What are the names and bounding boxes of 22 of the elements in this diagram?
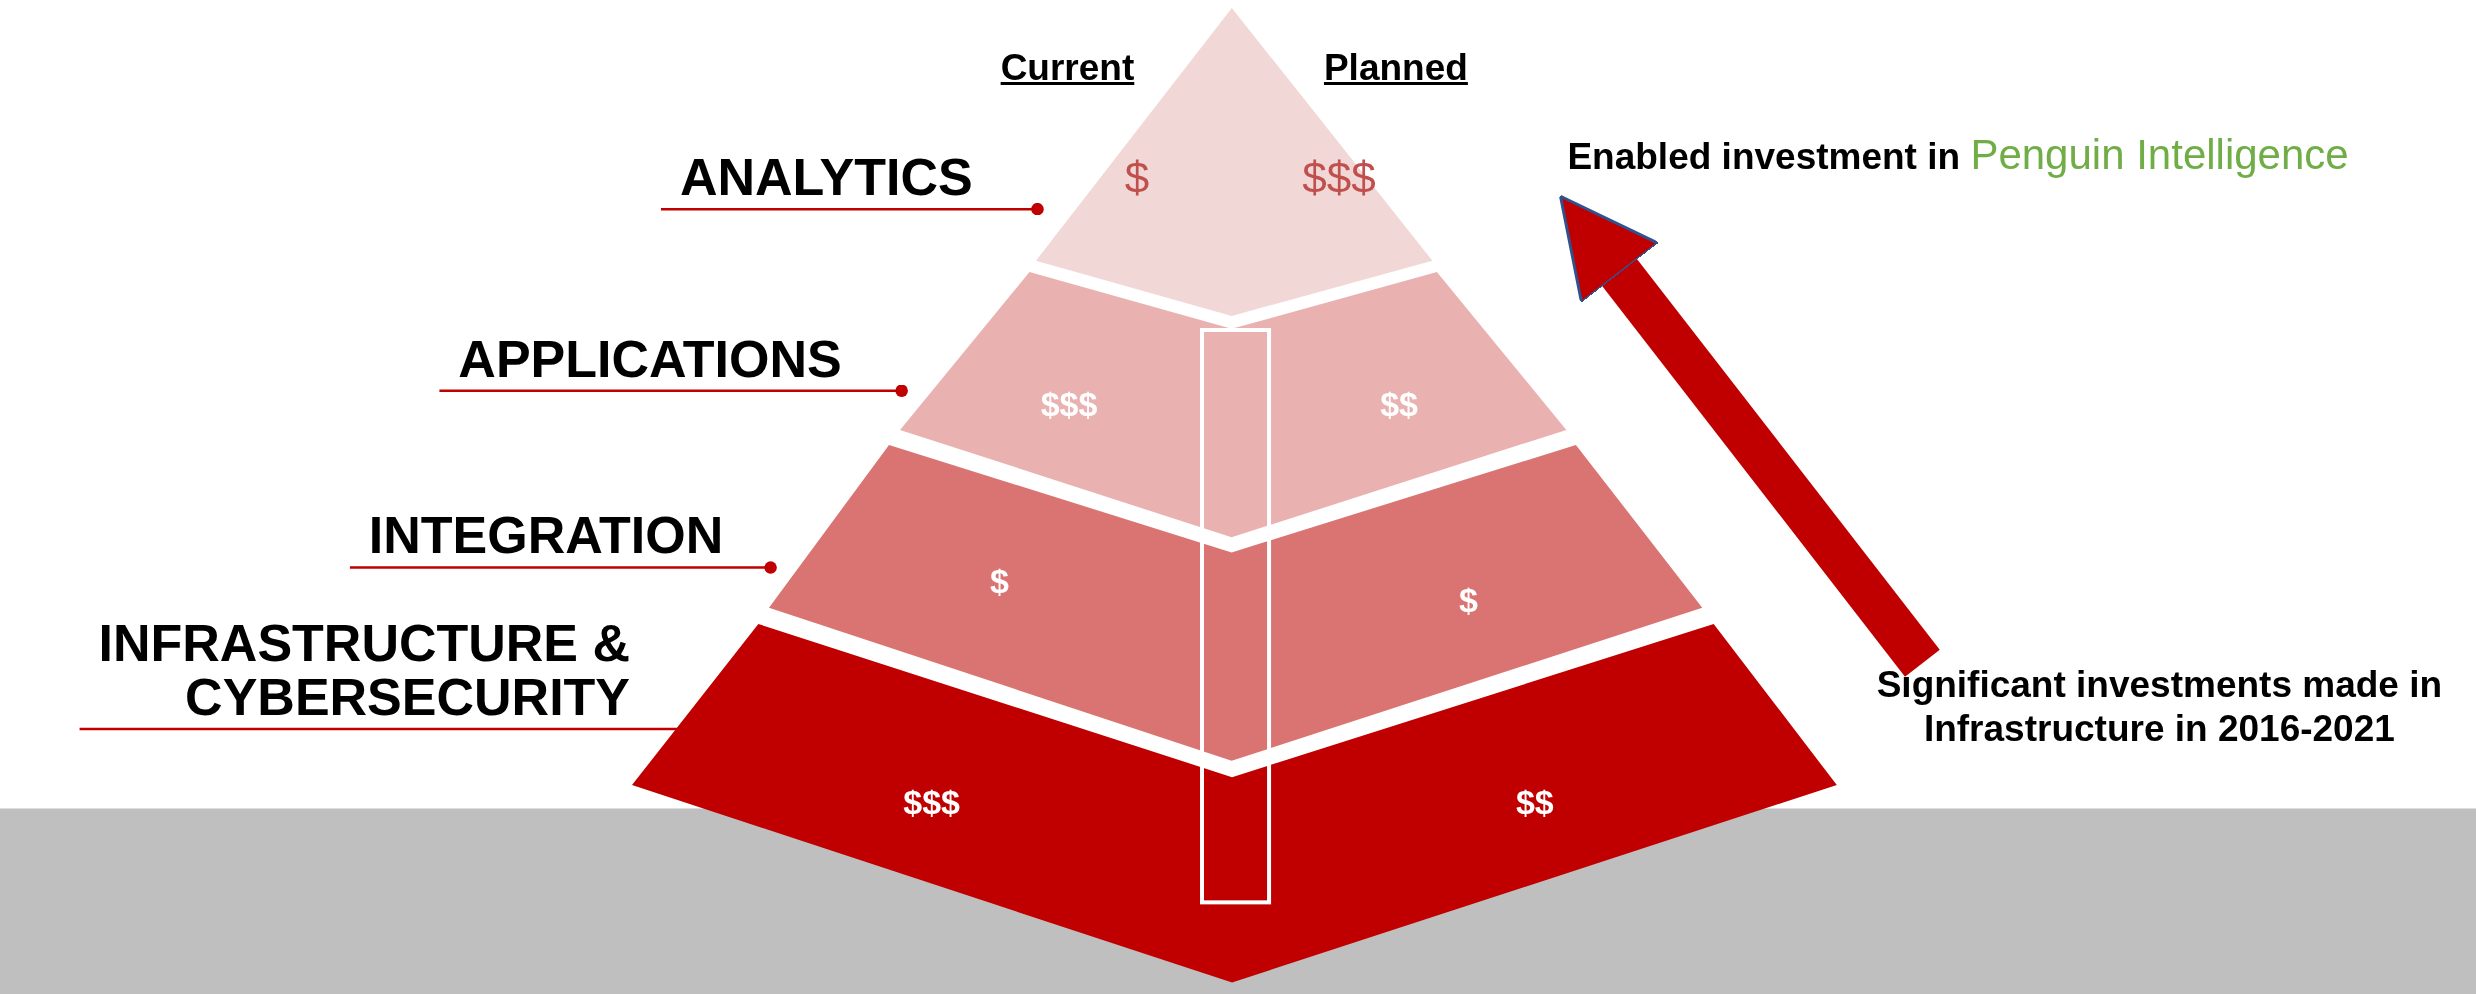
dollar-amount: $ [990, 561, 1009, 600]
column-heading: Current [1000, 46, 1135, 88]
dollar-amount: $$ [1380, 384, 1418, 423]
dollar-amount: $$$ [903, 782, 960, 821]
layer-title: INTEGRATION [368, 506, 724, 565]
column-heading: Planned [1323, 46, 1468, 88]
arrow [1559, 194, 1940, 677]
dollar-amount: $$$ [1040, 384, 1098, 423]
layer-title: APPLICATIONS [458, 329, 842, 388]
dollar-amount: $$ [1515, 782, 1554, 821]
dollar-amount: $ [1459, 580, 1478, 619]
note-text: Significant investments made in Infrastructure in 2016-2021 [1876, 664, 2443, 750]
dollar-amount: $$$ [1302, 153, 1376, 203]
leader-line [661, 202, 1044, 216]
layer-title: ANALYTICS [679, 148, 973, 206]
dollar-amount: $ [1124, 153, 1150, 203]
leader-line [439, 384, 908, 397]
layer-title: INFRASTRUCTURE & CYBERSECURITY [98, 613, 631, 726]
highlight-text: Penguin Intelligence [1970, 130, 2349, 178]
leader-line [79, 727, 681, 731]
caption-text: Enabled investment in [1567, 135, 1961, 177]
leader-line [349, 561, 777, 574]
